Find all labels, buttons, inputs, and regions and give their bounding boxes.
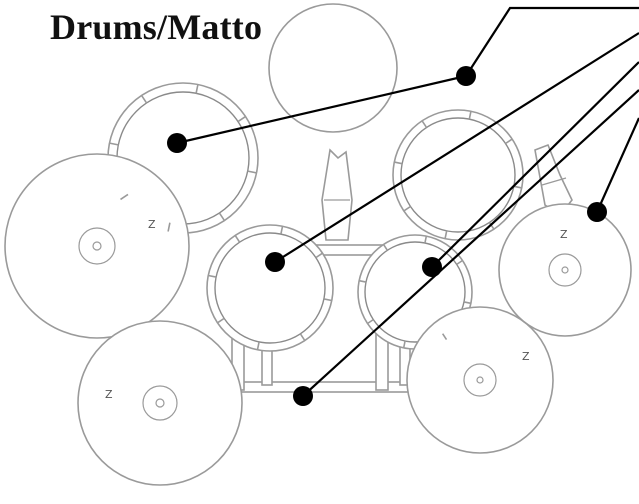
- rim-tick: [315, 252, 323, 259]
- cymbal-mark: Z: [148, 218, 156, 231]
- leader-line-middle-left-pad: [274, 32, 639, 263]
- rim-tick: [167, 222, 171, 232]
- stand-clamp-right: [534, 143, 573, 217]
- rim-tick: [382, 244, 389, 251]
- rim-tick: [247, 170, 257, 174]
- rim-tick: [120, 193, 129, 201]
- callout-dot: [422, 257, 442, 277]
- pad-top-center: [268, 3, 398, 133]
- rim-tick: [237, 115, 246, 123]
- callout-dot: [293, 386, 313, 406]
- rim-tick: [421, 120, 428, 128]
- rim-tick: [109, 142, 119, 146]
- cymbal-mark: Z: [522, 350, 530, 363]
- rim-tick: [280, 226, 284, 235]
- rim-tick: [208, 274, 217, 278]
- rim-tick: [195, 84, 199, 94]
- cymbal-right: Z: [498, 203, 632, 337]
- rim-tick: [441, 333, 448, 340]
- rim-tick: [217, 317, 225, 324]
- rim-tick: [234, 235, 241, 243]
- rim-tick: [256, 341, 260, 350]
- rim-tick: [488, 222, 495, 230]
- leader-line-right-cymbal: [595, 117, 639, 213]
- rim-tick: [513, 185, 522, 189]
- rim-tick: [218, 212, 226, 221]
- rim-tick: [403, 205, 411, 212]
- rim-tick: [367, 318, 374, 325]
- rim-tick: [402, 340, 406, 349]
- callout-dot: [587, 202, 607, 222]
- rim-tick: [444, 230, 448, 239]
- rim-tick: [463, 301, 472, 305]
- leader-line-upper-left-pad: [176, 6, 639, 145]
- diagram-title: Drums/Matto: [50, 7, 263, 47]
- rim-tick: [424, 235, 428, 244]
- pad-middle-left: [206, 224, 334, 352]
- cymbal-bottom-right: Z: [406, 306, 554, 454]
- callout-dots: [167, 66, 607, 406]
- rim-tick: [456, 259, 463, 266]
- cymbal-mark: Z: [105, 388, 113, 401]
- cymbal-bottom-left: Z: [77, 320, 243, 486]
- rim-tick: [394, 161, 403, 165]
- leader-lines: [176, 6, 639, 397]
- rim-tick: [358, 279, 367, 283]
- rim-tick: [299, 333, 306, 341]
- stand-clamp-center: [321, 148, 353, 241]
- callout-dot: [265, 252, 285, 272]
- callout-dot: [167, 133, 187, 153]
- cymbal-mark: Z: [560, 228, 568, 241]
- rim-tick: [505, 138, 513, 145]
- cymbal-left: Z: [4, 153, 190, 339]
- leader-line-middle-right-pad: [431, 61, 639, 268]
- rim-tick: [323, 298, 332, 302]
- leader-line-rack: [302, 89, 639, 397]
- rim-tick: [468, 111, 472, 120]
- callout-dot: [456, 66, 476, 86]
- rim-tick: [140, 95, 148, 104]
